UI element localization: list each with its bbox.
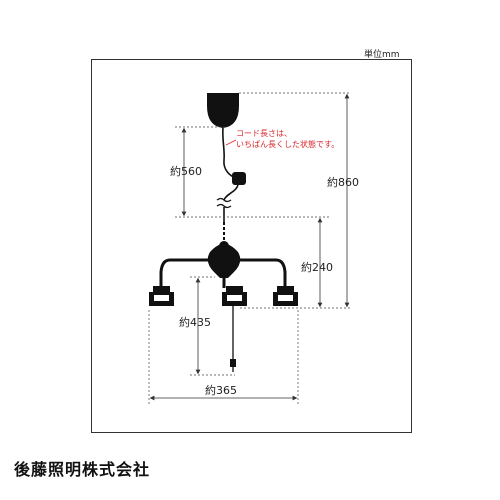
socket-right — [273, 286, 298, 306]
unit-label: 単位mm — [364, 50, 400, 60]
guide-lines — [148, 92, 350, 405]
cord-break-mark — [216, 197, 232, 209]
fixture-finial — [219, 241, 229, 251]
dim-label-body: 約240 — [301, 260, 333, 274]
drawing-frame — [91, 59, 412, 433]
cord — [221, 127, 237, 179]
dim-label-total: 約860 — [327, 175, 359, 189]
dim-label-width: 約365 — [205, 383, 237, 397]
arm-right — [236, 258, 287, 288]
socket-center — [222, 286, 247, 306]
dim-label-drop: 約435 — [179, 315, 211, 329]
socket-left — [149, 286, 174, 306]
dim-label-cord: 約560 — [170, 164, 202, 178]
cord — [223, 184, 239, 201]
ceiling-canopy — [207, 93, 239, 128]
cord-adjuster — [232, 172, 246, 185]
note-line-1: コード長さは、 — [236, 129, 292, 138]
fixture-body — [207, 244, 241, 278]
pull-cord-end — [230, 359, 236, 367]
arm-left — [159, 258, 212, 288]
note-line-2: いちばん長くした状態です。 — [236, 139, 339, 149]
company-name: 後藤照明株式会社 — [14, 460, 151, 479]
note-leader — [225, 139, 237, 146]
